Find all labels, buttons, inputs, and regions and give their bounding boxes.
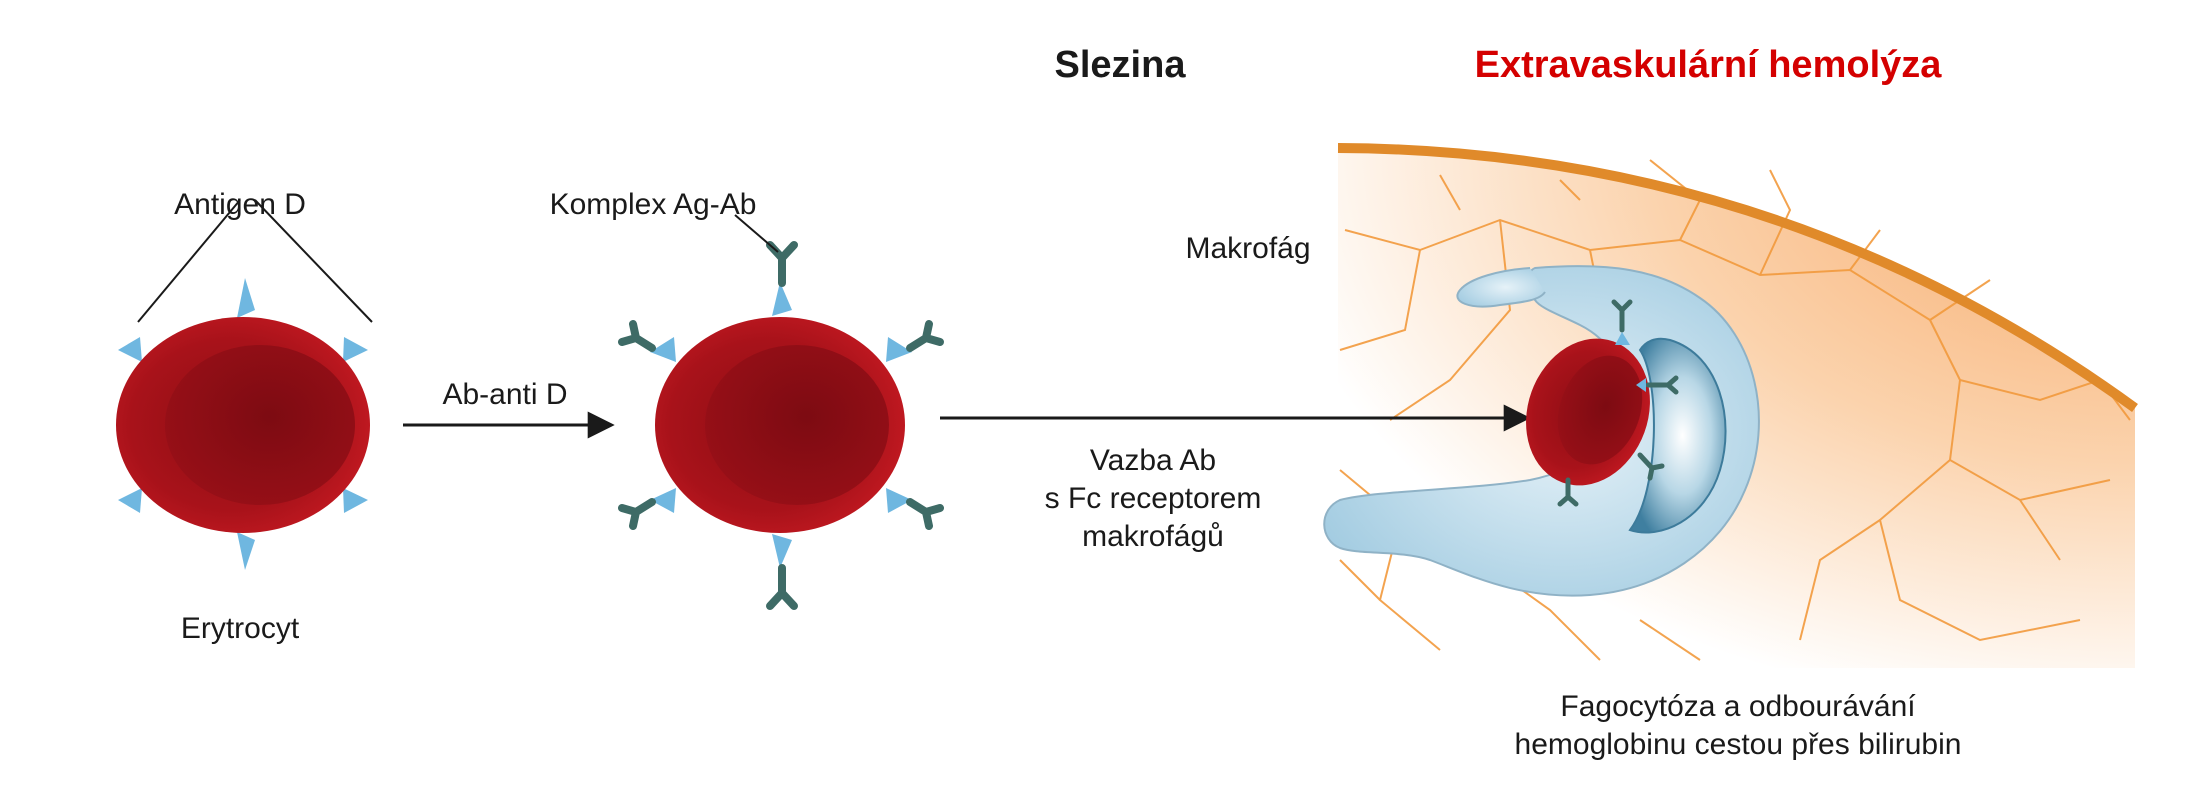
label-antibody-anti-d: Ab-anti D [442,378,568,411]
label-binding-line3: makrofágů [1082,520,1224,553]
erythrocyte-1 [116,199,373,570]
erythrocyte-2-complex [618,214,944,610]
caption-phagocytosis-line2: hemoglobinu cestou přes bilirubin [1514,728,1962,761]
label-ag-ab-complex: Komplex Ag-Ab [549,188,757,221]
heading-extravascular-hemolysis: Extravaskulární hemolýza [1474,44,1942,86]
label-binding-line2: s Fc receptorem [1044,482,1262,515]
label-erythrocyte: Erytrocyt [180,612,300,645]
label-binding-line1: Vazba Ab [1089,444,1217,477]
erythrocyte-3-engulfed [1526,299,1679,507]
antigen-markers [118,278,368,570]
caption-phagocytosis-line1: Fagocytóza a odbourávání [1560,690,1916,723]
label-antigen-d: Antigen D [174,188,306,221]
heading-spleen: Slezina [1054,44,1186,86]
label-macrophage: Makrofág [1185,232,1311,265]
antibody-markers [618,241,944,610]
